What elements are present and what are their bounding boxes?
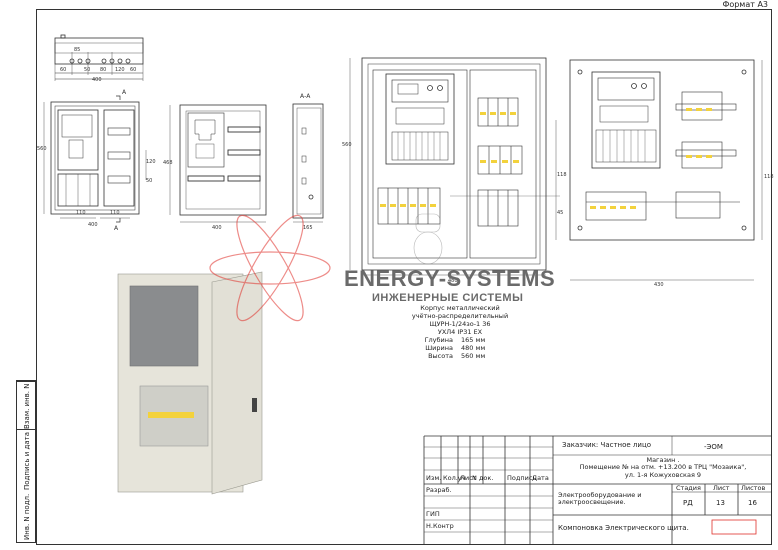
- side-view: [292, 103, 324, 223]
- dim-front-c: 110: [76, 210, 86, 216]
- tb-logo: [711, 519, 757, 535]
- tb-stage: РД: [683, 499, 693, 507]
- tb-sheet-label: Лист: [713, 484, 730, 492]
- tb-header-count: Кол.уч: [443, 474, 466, 482]
- section-label: А-А: [300, 93, 311, 100]
- dim-layout-b: 45: [557, 210, 563, 216]
- dim-front-height: 560: [37, 146, 47, 152]
- spec-row-depth: Глубина 165 мм: [424, 335, 486, 344]
- dim-plate-width: 400: [212, 225, 222, 231]
- section-marker-bottom: А: [114, 225, 119, 232]
- dim-top-f: 80: [100, 67, 106, 73]
- spec-title-1: Корпус металлический: [420, 304, 500, 312]
- tb-drawing-title: Компоновка Электрического щита.: [558, 524, 689, 532]
- tb-header-change: Изм.: [426, 474, 442, 482]
- side-stamp-signature-date: Подпись и дата: [17, 429, 37, 492]
- side-stamp: Взам. инв. N Подпись и дата Инв. N подл.: [16, 380, 37, 543]
- dim-front-d: 110: [110, 210, 120, 216]
- top-view: [54, 34, 144, 81]
- side-stamp-original-inv: Инв. N подл.: [23, 493, 31, 541]
- tb-sheets: 16: [748, 499, 757, 507]
- spec-title-2: учётно-распределительный: [411, 311, 509, 320]
- tb-sheet: 13: [716, 499, 725, 507]
- dim-layout-width: 480: [448, 278, 458, 284]
- dim-front-b: 50: [146, 178, 152, 184]
- dim-front-a: 120: [146, 159, 156, 165]
- tb-role-developer: Разраб.: [426, 486, 452, 494]
- spec-title-4: УХЛ4 IP31 EX: [437, 327, 483, 336]
- brand-name: ENERGY-SYSTEMS: [344, 266, 556, 291]
- dim-layout-a: 118: [557, 172, 567, 178]
- drawing-frame: [36, 9, 772, 545]
- tb-code: -ЭОМ: [704, 443, 723, 451]
- dim-top-d: 50: [84, 67, 90, 73]
- logo-atom-mark: [209, 214, 331, 322]
- mounting-plate-layout: [569, 59, 763, 281]
- dim-top-c: 120: [115, 67, 125, 73]
- tb-header-date: Дата: [532, 474, 549, 482]
- dim-plate-layout-width: 430: [654, 282, 664, 288]
- cabinet-spec: Корпус металлический учётно-распределите…: [395, 304, 525, 360]
- tb-header-signature: Подпись: [507, 474, 537, 482]
- tb-header-doc: N док.: [472, 474, 494, 482]
- front-view: [43, 95, 147, 223]
- dim-front-width: 400: [88, 222, 98, 228]
- mounting-plate-view: [169, 104, 267, 223]
- dim-top-e: 60: [130, 67, 136, 73]
- dim-side-depth: 165: [303, 225, 313, 231]
- dim-top-width: 400: [92, 77, 102, 83]
- dim-layout-height: 560: [342, 142, 352, 148]
- cabinet-layout-main: [349, 57, 560, 276]
- tb-sheets-label: Листов: [741, 484, 766, 492]
- tb-object: Магазин . Помещение № на отм. +13.200 в …: [579, 456, 747, 479]
- dim-top-a: 60: [60, 67, 66, 73]
- side-stamp-replaced-inv: Взам. инв. N: [17, 381, 37, 430]
- cabinet-photo: [117, 271, 263, 495]
- spec-title-3: ЩУРН-1/24зо-1 36: [429, 319, 491, 328]
- section-marker-top: А: [122, 89, 127, 96]
- dim-plate-height: 468: [163, 160, 173, 166]
- tb-customer: Заказчик: Частное лицо: [562, 441, 651, 449]
- sheet-format-label: Формат А3: [722, 0, 768, 9]
- spec-row-height: Высота 560 мм: [428, 351, 486, 360]
- brand-tagline: ИНЖЕНЕРНЫЕ СИСТЕМЫ: [372, 292, 524, 304]
- tb-header-sheet: Лист: [460, 474, 477, 482]
- tb-project: Электрооборудование и электроосвещение.: [558, 491, 642, 507]
- dim-plate-layout-height: 118: [764, 174, 774, 180]
- title-block-grid: [423, 435, 772, 545]
- spec-row-width: Ширина 480 мм: [425, 343, 486, 352]
- tb-role-chief-engineer: ГИП: [426, 510, 440, 518]
- logo-figure: [413, 213, 443, 265]
- dim-top-b: 85: [74, 47, 80, 53]
- tb-stage-label: Стадия: [676, 484, 701, 492]
- tb-role-norm-control: Н.Контр: [426, 522, 454, 530]
